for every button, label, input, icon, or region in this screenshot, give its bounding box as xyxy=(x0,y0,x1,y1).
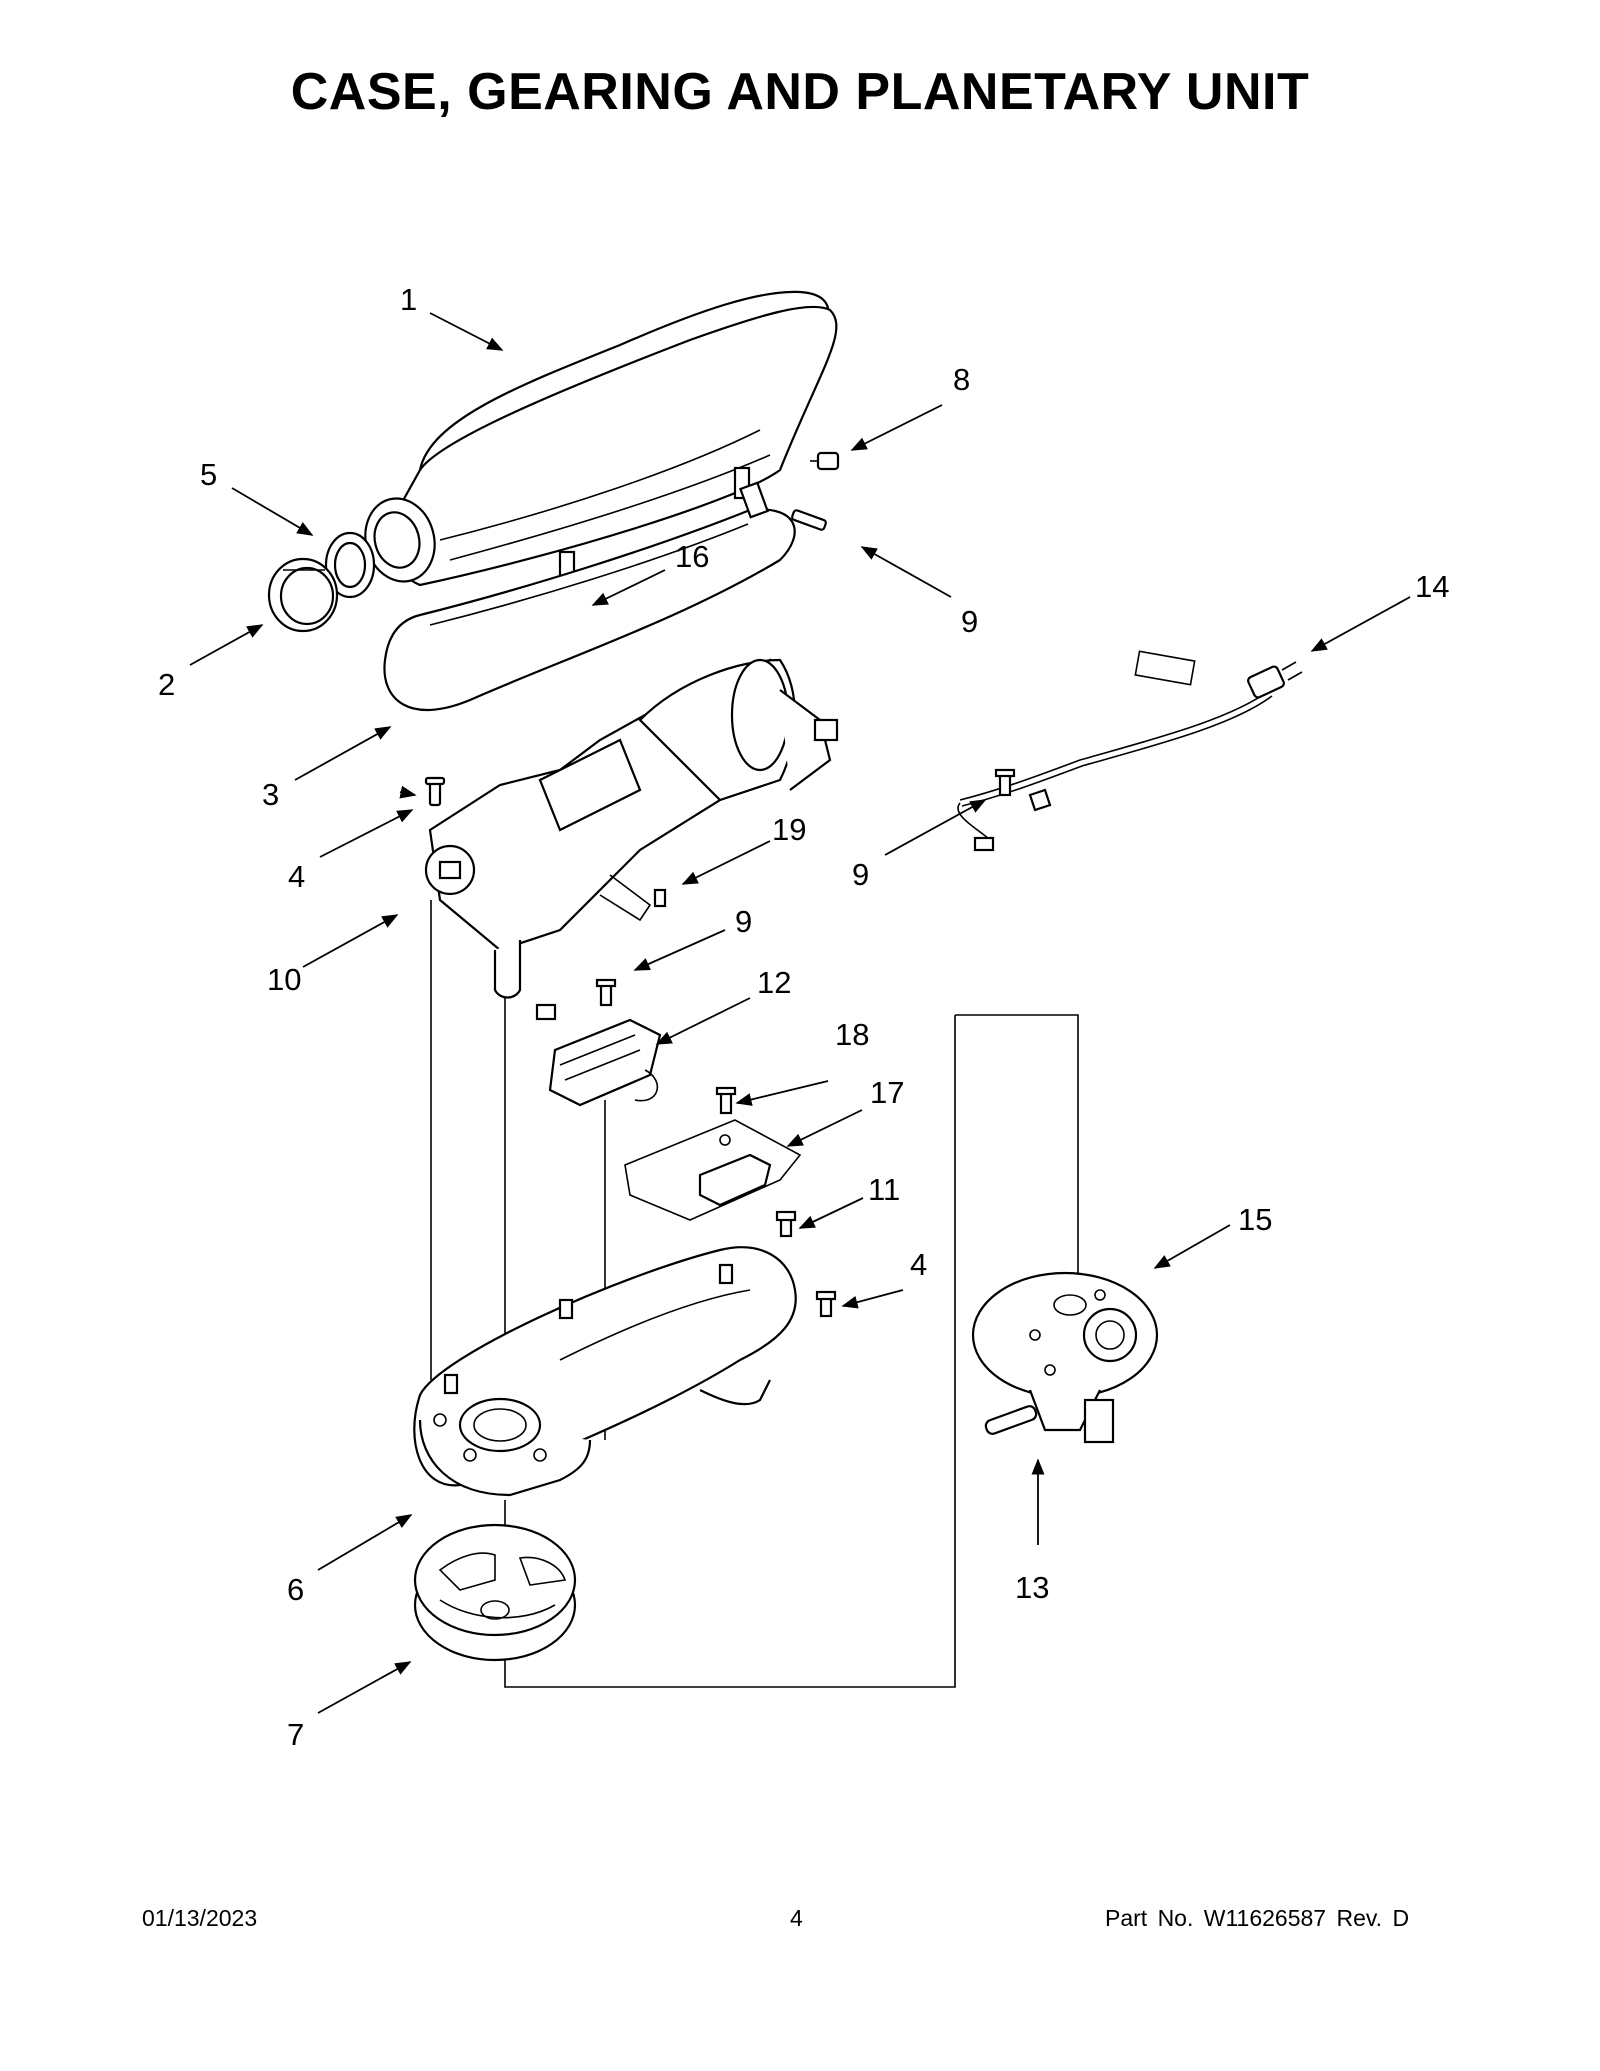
footer-page-number: 4 xyxy=(790,1905,803,1931)
part-4-screw-upper xyxy=(424,776,446,807)
part-6-lower-housing xyxy=(413,1246,797,1497)
callout-9-top: 9 xyxy=(961,604,978,639)
part-18-screw xyxy=(715,1086,737,1115)
part-17-cover-plate xyxy=(624,1119,802,1221)
footer-part-number: Part No. W11626587 Rev. D xyxy=(1105,1905,1410,1931)
callout-9-board: 9 xyxy=(735,904,752,939)
callout-2: 2 xyxy=(158,667,175,702)
footer-date: 01/13/2023 xyxy=(142,1905,258,1931)
callout-12-label: 12 xyxy=(757,965,791,1000)
callout-3: 3 xyxy=(262,777,279,812)
callout-9-cord: 9 xyxy=(852,857,869,892)
part-13-pin xyxy=(984,1405,1038,1435)
callout-8: 8 xyxy=(953,362,970,397)
callout-10: 10 xyxy=(267,962,301,997)
part-2-hub-cover xyxy=(267,557,339,633)
callout-18: 18 xyxy=(835,1017,869,1052)
part-10-gear-case-motor xyxy=(424,658,839,999)
callout-1: 1 xyxy=(400,282,417,317)
callout-11: 11 xyxy=(868,1172,900,1207)
callout-labels: 1 2 3 4 4 5 6 7 8 9 9 9 9 10 11 12 13 14… xyxy=(158,282,1449,1752)
part-5-ring xyxy=(324,531,376,599)
callout-5: 5 xyxy=(200,457,217,492)
part-8-screw xyxy=(810,451,840,471)
leader-arrows xyxy=(189,312,1411,1714)
part-14-power-cord xyxy=(957,650,1303,852)
callout-16: 16 xyxy=(675,539,709,574)
callout-6: 6 xyxy=(287,1572,304,1607)
callout-15: 15 xyxy=(1238,1202,1272,1237)
part-12-control-board xyxy=(535,1003,662,1107)
assembly-guide-lines xyxy=(430,900,1079,1688)
callout-14: 14 xyxy=(1415,569,1449,604)
part-7-gear-ring xyxy=(413,1523,577,1662)
part-9-screw-top xyxy=(739,481,827,531)
callout-4-upper: 4 xyxy=(288,859,305,894)
callout-7: 7 xyxy=(287,1717,304,1752)
part-11-screw xyxy=(775,1210,797,1238)
part-19-screw xyxy=(653,888,667,908)
part-15-planetary-unit xyxy=(971,1271,1159,1444)
part-9-screw-board xyxy=(595,978,617,1007)
part-3-gasket xyxy=(383,508,796,711)
page-title: CASE, GEARING AND PLANETARY UNIT xyxy=(290,63,1310,121)
callout-4-lower: 4 xyxy=(910,1247,927,1282)
part-1-upper-case xyxy=(364,290,838,587)
part-9-screw-cord xyxy=(994,768,1016,797)
callout-19: 19 xyxy=(772,812,806,847)
part-4-screw-lower xyxy=(815,1290,837,1318)
callout-13: 13 xyxy=(1015,1570,1049,1605)
callout-17: 17 xyxy=(870,1075,904,1110)
